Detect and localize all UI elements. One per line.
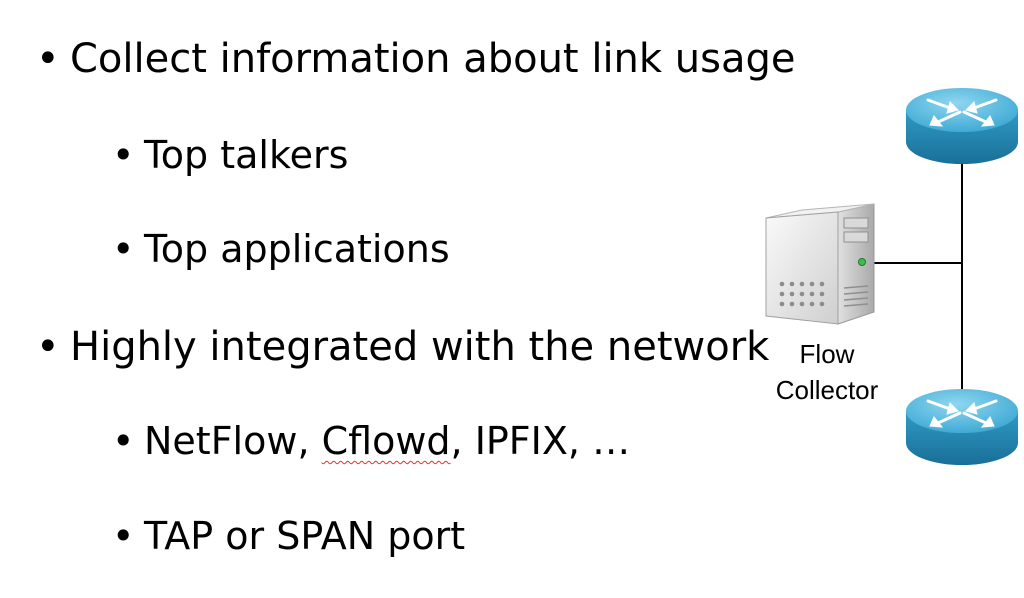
bullet-text: Top talkers: [144, 133, 349, 177]
bullet-text: NetFlow, Cflowd, IPFIX, …: [144, 419, 630, 463]
bullet-text-part: , IPFIX, …: [450, 419, 631, 463]
router-icon: [906, 389, 1018, 465]
bullet-text: Collect information about link usage: [70, 36, 796, 82]
bullet-netflow: • NetFlow, Cflowd, IPFIX, …: [112, 419, 630, 463]
bullet-top-applications: • Top applications: [112, 227, 450, 271]
bullet-dot: •: [112, 227, 135, 271]
bullet-highly-integrated: • Highly integrated with the network: [36, 324, 769, 370]
bullet-dot: •: [112, 133, 135, 177]
server-icon: [765, 203, 875, 325]
misspelled-word[interactable]: Cflowd: [321, 419, 451, 463]
bullet-text: Top applications: [144, 227, 450, 271]
bullet-dot: •: [112, 514, 135, 558]
router-icon: [906, 88, 1018, 164]
collector-label-line: Flow: [799, 339, 855, 369]
bullet-text: TAP or SPAN port: [144, 514, 466, 558]
bullet-dot: •: [36, 324, 60, 370]
bullet-tap-span: • TAP or SPAN port: [112, 514, 465, 558]
collector-label-line: Collector: [775, 375, 879, 405]
flow-collector-label: Flow Collector: [760, 336, 894, 408]
bullet-dot: •: [112, 419, 135, 463]
bullet-top-talkers: • Top talkers: [112, 133, 348, 177]
bullet-text-part: NetFlow,: [144, 419, 322, 463]
bullet-dot: •: [36, 36, 60, 82]
bullet-text: Highly integrated with the network: [70, 324, 770, 370]
bullet-collect-info: • Collect information about link usage: [36, 36, 796, 82]
